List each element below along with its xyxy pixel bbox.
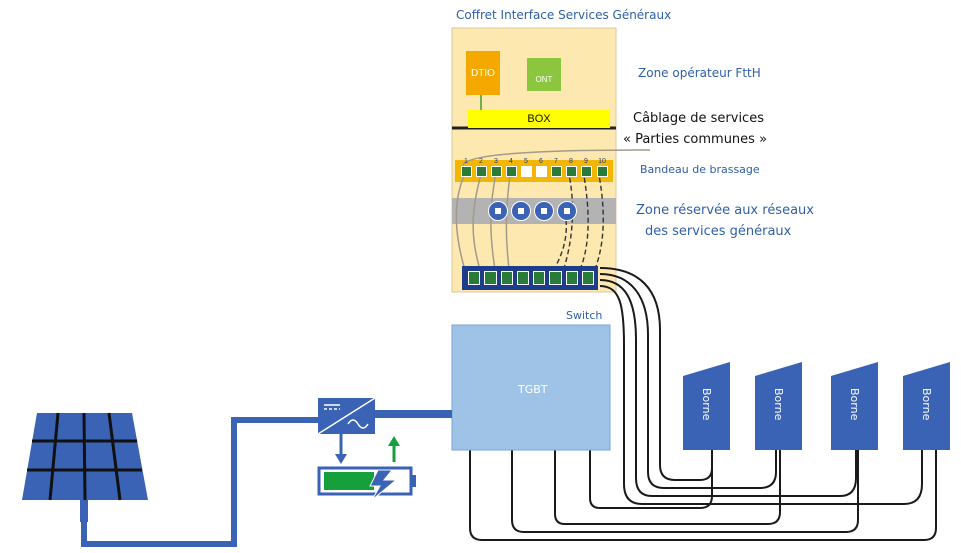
patch-port-jack: [550, 166, 562, 177]
switch-port: [533, 271, 546, 285]
patch-port-number: 5: [524, 158, 528, 165]
patch-port-jack: [460, 166, 472, 177]
borne-3-label: Borne: [848, 388, 861, 421]
dc-power-line: [81, 417, 318, 547]
patch-port-jack: [596, 166, 608, 177]
box-label: BOX: [527, 113, 551, 125]
patch-port-7: 7: [550, 158, 562, 177]
patch-port-6: 6: [535, 158, 547, 177]
borne-2-label: Borne: [772, 388, 785, 421]
rj45-socket: [557, 201, 577, 221]
ont-block: ONT: [527, 58, 561, 91]
switch-port: [468, 271, 481, 285]
borne-3-shape: [831, 362, 878, 450]
patch-port-jack: [505, 166, 517, 177]
patch-port-4: 4: [505, 158, 517, 177]
patch-port-1: 1: [460, 158, 472, 177]
rj45-socket: [511, 201, 531, 221]
dtio-label: DTIO: [471, 67, 495, 79]
patch-panel-label: Bandeau de brassage: [640, 163, 760, 176]
zone-operator-label: Zone opérateur FttH: [638, 66, 761, 80]
switch-port: [565, 271, 578, 285]
borne-4-shape: [903, 362, 950, 450]
cabling-label-line2: « Parties communes »: [623, 132, 768, 147]
reserved-zone-line2: des services généraux: [645, 224, 792, 239]
switch-port: [549, 271, 562, 285]
patch-port-number: 9: [584, 158, 588, 165]
tgbt-label: TGBT: [518, 383, 548, 396]
borne-4-label: Borne: [920, 388, 933, 421]
rj45-socket: [488, 201, 508, 221]
borne-1-label: Borne: [700, 388, 713, 421]
patch-port-3: 3: [490, 158, 502, 177]
rj45-socket: [534, 201, 554, 221]
reserved-zone-line1: Zone réservée aux réseaux: [636, 203, 814, 218]
cabinet-title: Coffret Interface Services Généraux: [456, 8, 672, 22]
rj45-sockets: [488, 201, 578, 221]
patch-port-jack: [580, 166, 592, 177]
switch-port: [484, 271, 497, 285]
borne-1-shape: [683, 362, 730, 450]
patch-port-jack: [565, 166, 577, 177]
switch-to-borne-cables: [599, 267, 923, 505]
battery: [317, 466, 416, 501]
patch-port-number: 2: [479, 158, 483, 165]
patch-port-number: 6: [539, 158, 543, 165]
patch-port-5: 5: [520, 158, 532, 177]
inverter: [317, 397, 376, 435]
solar-panel: [22, 412, 148, 522]
cabling-label-line1: Câblage de services: [633, 111, 764, 126]
charge-arrow: [335, 434, 347, 464]
switch-ports: [468, 271, 594, 285]
dtio-block: DTIO: [466, 51, 500, 95]
discharge-arrow: [388, 436, 400, 462]
switch-port: [516, 271, 529, 285]
switch-label: Switch: [566, 309, 603, 322]
ont-label: ONT: [535, 75, 553, 84]
patch-port-2: 2: [475, 158, 487, 177]
box-block: BOX: [468, 110, 610, 128]
patch-port-number: 3: [494, 158, 498, 165]
borne-2-shape: [755, 362, 802, 450]
patch-port-number: 10: [598, 158, 606, 165]
patch-port-number: 4: [509, 158, 513, 165]
switch-port: [500, 271, 513, 285]
patch-port-9: 9: [580, 158, 592, 177]
patch-port-number: 7: [554, 158, 558, 165]
switch-port: [581, 271, 594, 285]
patch-port-10: 10: [595, 158, 609, 177]
tgbt-to-borne-cables: [469, 450, 937, 541]
patch-port-jack: [490, 166, 502, 177]
patch-port-jack: [520, 166, 532, 177]
patch-port-number: 1: [464, 158, 468, 165]
patch-port-number: 8: [569, 158, 573, 165]
patch-port-jack: [475, 166, 487, 177]
patch-port-jack: [535, 166, 547, 177]
tgbt-box: [451, 324, 611, 451]
patch-ports: 1 2 3 4 5 6 7 8 9 10: [460, 158, 610, 184]
patch-port-8: 8: [565, 158, 577, 177]
bornes-group: [683, 362, 950, 450]
